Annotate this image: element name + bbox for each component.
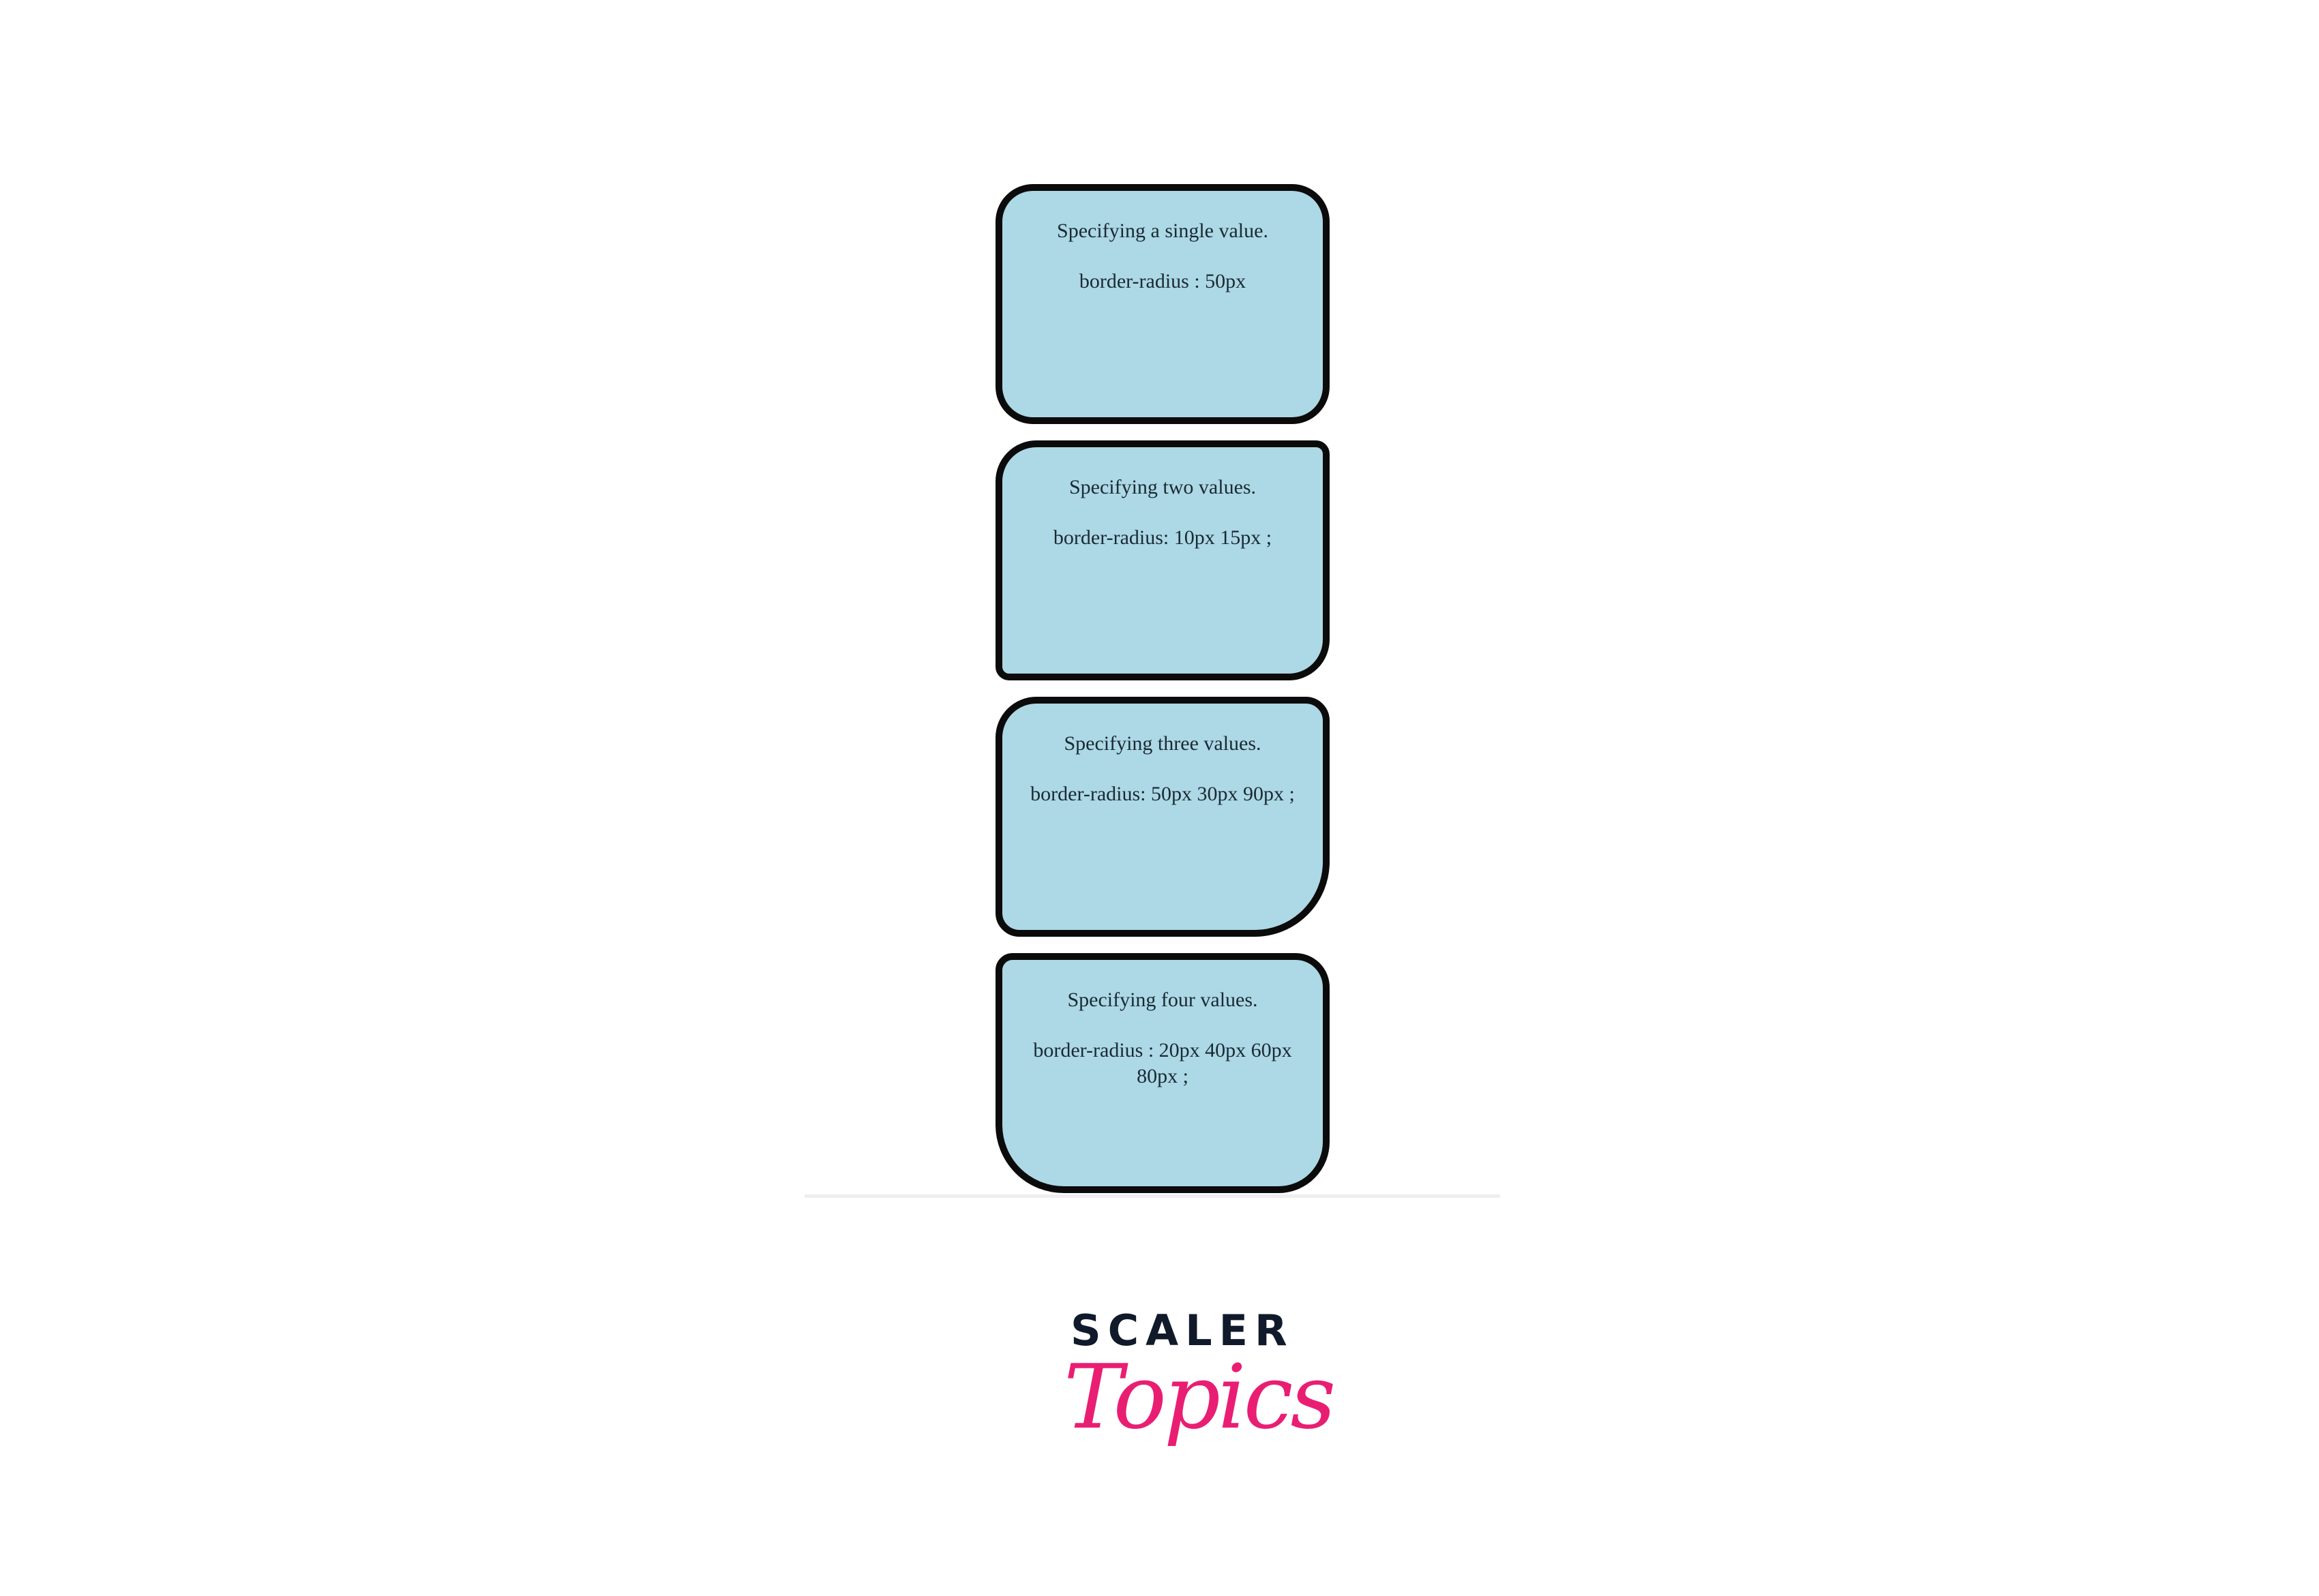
demo-box-single-value: Specifying a single value. border-radius… [996,184,1330,424]
demo-box-four-values: Specifying four values. border-radius : … [996,953,1330,1193]
box-title: Specifying two values. [1068,476,1257,498]
box-title: Specifying four values. [1067,989,1258,1011]
box-code: border-radius : 20px 40px 60px 80px ; [1033,1039,1292,1087]
box-code: border-radius : 50px [1079,270,1246,292]
box-title: Specifying a single value. [1057,220,1268,242]
box-title: Specifying three values. [1064,732,1261,755]
scaler-topics-logo: SCALER Topics [1050,1306,1336,1483]
divider [805,1194,1500,1198]
logo-scaler-text: SCALER [1071,1306,1294,1355]
demo-box-two-values: Specifying two values. border-radius: 10… [996,440,1330,680]
demo-box-three-values: Specifying three values. border-radius: … [996,697,1330,937]
box-code: border-radius: 50px 30px 90px ; [1030,783,1295,805]
box-code: border-radius: 10px 15px ; [1053,526,1272,549]
logo-topics-text: Topics [1064,1345,1336,1449]
